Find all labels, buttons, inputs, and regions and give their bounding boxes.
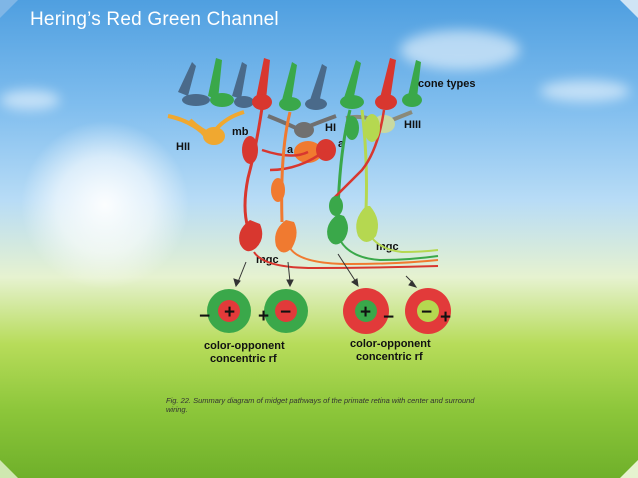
cone-row [178,58,422,111]
axon-bundle [253,251,439,270]
rf-surround-sign: − [383,307,394,328]
dandelion-glow [20,120,190,290]
midget-bipolar [329,196,343,216]
green-cone [208,58,222,100]
mb-label: mb [232,126,249,138]
rf-surround-sign: + [440,307,451,328]
axon-bundle [289,247,439,266]
rf-center [355,300,377,322]
rf-label-right-line1: color-opponent [350,338,431,350]
midget-bipolar [364,114,380,142]
slide-title: Hering’s Red Green Channel [30,9,279,30]
red-pathway [331,109,386,201]
cloud [0,90,60,110]
rf-center-sign: + [224,302,235,323]
amacrine-label-left: a [287,144,294,156]
orange-ganglion-cell [275,220,297,253]
axon-bundle [371,237,439,254]
cloud [540,80,630,102]
receptive-field: + − [343,288,394,334]
hiii-label: HIII [404,119,421,131]
rf-center [218,300,240,322]
rf-label-right-line2: concentric rf [356,351,423,363]
midget-bipolar [271,178,285,202]
rf-label-left-line1: color-opponent [204,340,285,352]
hi-label: HI [325,122,336,134]
red-pathway [261,148,327,172]
orange-pathway [280,111,292,223]
axon-bundle [339,239,439,262]
figure-caption: Fig. 22. Summary diagram of midget pathw… [166,396,475,414]
corner-decoration-bottom-left [0,460,18,478]
hii-label: HII [176,141,190,153]
amacrine-label-right: a [338,138,345,150]
rf-center [275,300,297,322]
blue-cone [232,62,247,99]
red-cone [256,58,270,100]
midget-bipolar [242,136,258,164]
blue-cone [310,64,327,103]
rf-label-left-line2: concentric rf [210,353,277,365]
corner-decoration-top-right [620,0,638,18]
rf-center [417,300,439,322]
receptive-field: − + [405,288,451,334]
arrows [233,253,418,288]
receptive-field: − + [258,289,308,333]
corner-decoration-top-left [0,0,18,18]
lightgreen-pathway [360,109,368,211]
cone-types-label: cone types [418,78,475,90]
rf-center-sign: + [360,302,371,323]
receptive-field: + − [199,289,251,333]
green-cone [344,60,361,101]
hii-cell-body [203,127,225,145]
rf-center-sign: − [421,302,432,323]
green-cone [408,60,421,98]
red-pathway [243,107,264,229]
rf-center-sign: − [280,302,291,323]
midget-bipolar [345,116,359,140]
red-cone [380,58,396,100]
green-ganglion-cell [327,214,348,245]
lightgreen-ganglion-cell [356,206,378,242]
red-ganglion-cell [239,220,263,252]
rf-surround-sign: − [199,306,210,327]
corner-decoration-bottom-right [620,460,638,478]
rf-surround-sign: + [258,306,269,327]
green-cone [282,62,297,103]
blue-cone [178,62,196,96]
hi-cell-body [294,122,314,138]
